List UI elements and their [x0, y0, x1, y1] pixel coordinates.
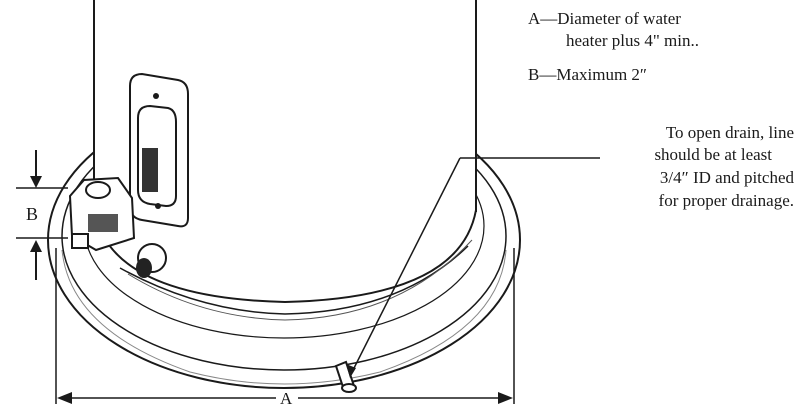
dim-b-bottom-arrowhead	[30, 240, 42, 252]
dim-b-top-arrowhead	[30, 176, 42, 188]
panel-screw-bottom	[155, 203, 161, 209]
tank-base-ring	[119, 245, 469, 315]
gas-valve-detail	[88, 214, 118, 232]
water-heater-tank	[93, 0, 477, 321]
legend-b-line: B—Maximum 2″	[528, 65, 647, 84]
dimension-b	[16, 150, 68, 280]
pan-drain-fitting	[334, 360, 357, 393]
tank-base-ring-inner	[127, 239, 473, 321]
drain-leader	[346, 157, 600, 378]
drain-note-line2: should be at least	[654, 145, 772, 164]
access-panel-window	[137, 104, 177, 208]
dim-a-left-arrowhead	[57, 392, 72, 404]
panel-screw-top	[153, 93, 159, 99]
drain-leader-diagonal	[349, 157, 461, 377]
drain-leader-arrowhead	[346, 364, 356, 378]
dimension-a-label: A	[280, 389, 293, 406]
drain-note-line3: 3/4″ ID and pitched	[659, 168, 794, 187]
dim-a-right-arrowhead	[498, 392, 513, 404]
gas-valve-outlet	[71, 233, 89, 249]
legend-a-line1: A—Diameter of water	[528, 9, 681, 28]
dimension-a	[55, 248, 515, 406]
dim-a-label-gap	[276, 390, 298, 406]
drain-note-line1: To open drain, line	[665, 123, 794, 142]
drain-valve-spout	[136, 258, 152, 278]
tank-drain-valve	[136, 243, 167, 278]
pan-drain-opening	[341, 383, 357, 393]
tank-base-curve	[93, 209, 477, 304]
drain-pan-wall-shading	[61, 249, 507, 385]
dimension-b-label: B	[26, 204, 38, 224]
gas-control-valve	[68, 176, 136, 252]
access-panel-warning-label	[142, 148, 158, 192]
legend-a-line2: heater plus 4" min..	[566, 31, 699, 50]
burner-access-panel	[129, 72, 189, 228]
gas-valve-knob	[85, 181, 111, 199]
drain-note-line4: for proper drainage.	[658, 191, 794, 210]
